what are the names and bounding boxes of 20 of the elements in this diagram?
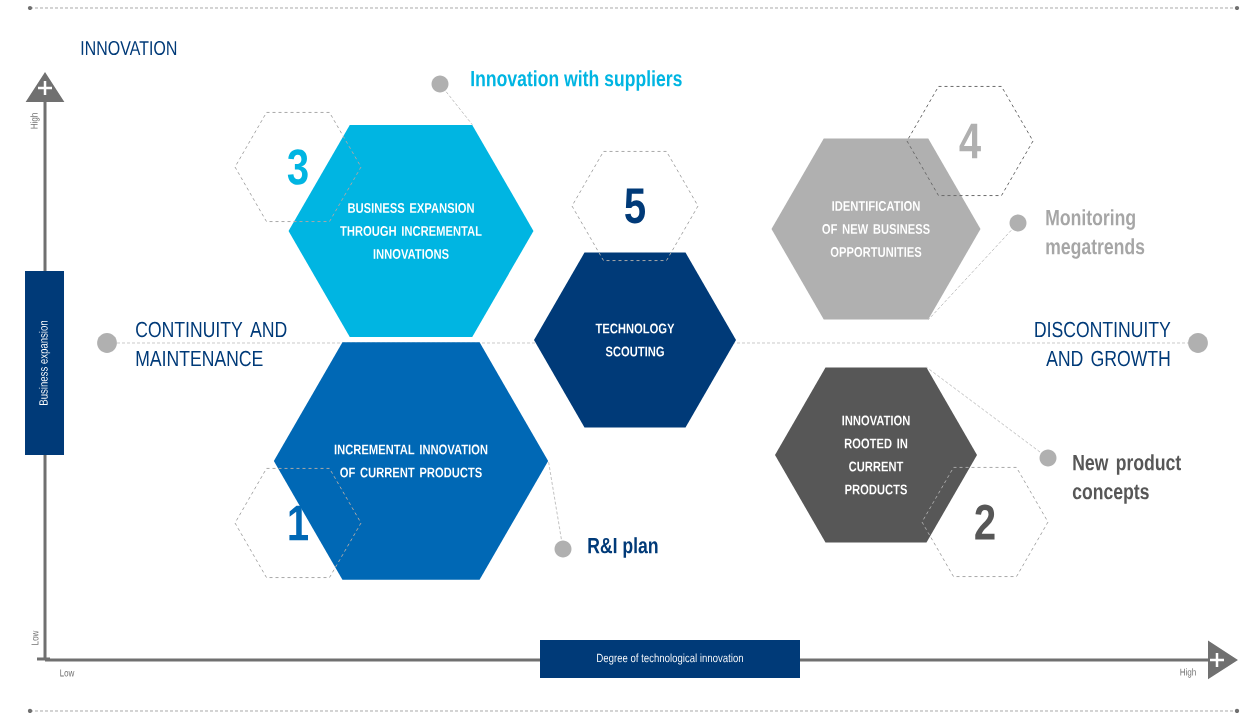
note-text: Innovation with suppliers [471,70,682,91]
heading: DISCONTINUITY AND GROWTH [1035,321,1171,367]
hexagon: TECHNOLOGY SCOUTING [534,252,736,428]
note-text: Monitoring megatrends [1046,209,1145,259]
leader-line [548,460,572,558]
leader-line [926,366,1057,467]
dashed-hexagon: 5 [571,150,699,262]
note-text: New product concepts [1072,454,1181,504]
axis-title-box: Degree of technological innovation [540,640,800,678]
axis-label: Low [31,630,39,645]
dashed-hexagon: 4 [906,85,1034,197]
dashed-hexagon: 2 [921,466,1049,578]
note-text: R&I plan [588,537,658,558]
leader-line [928,214,1027,321]
axis-label: High [30,113,40,129]
axis-label: High [1180,668,1196,678]
heading: INNOVATION [81,40,177,56]
leader-line [431,75,473,126]
axis-title-box: Business expansion [25,271,64,455]
axis-label: Low [60,669,75,677]
